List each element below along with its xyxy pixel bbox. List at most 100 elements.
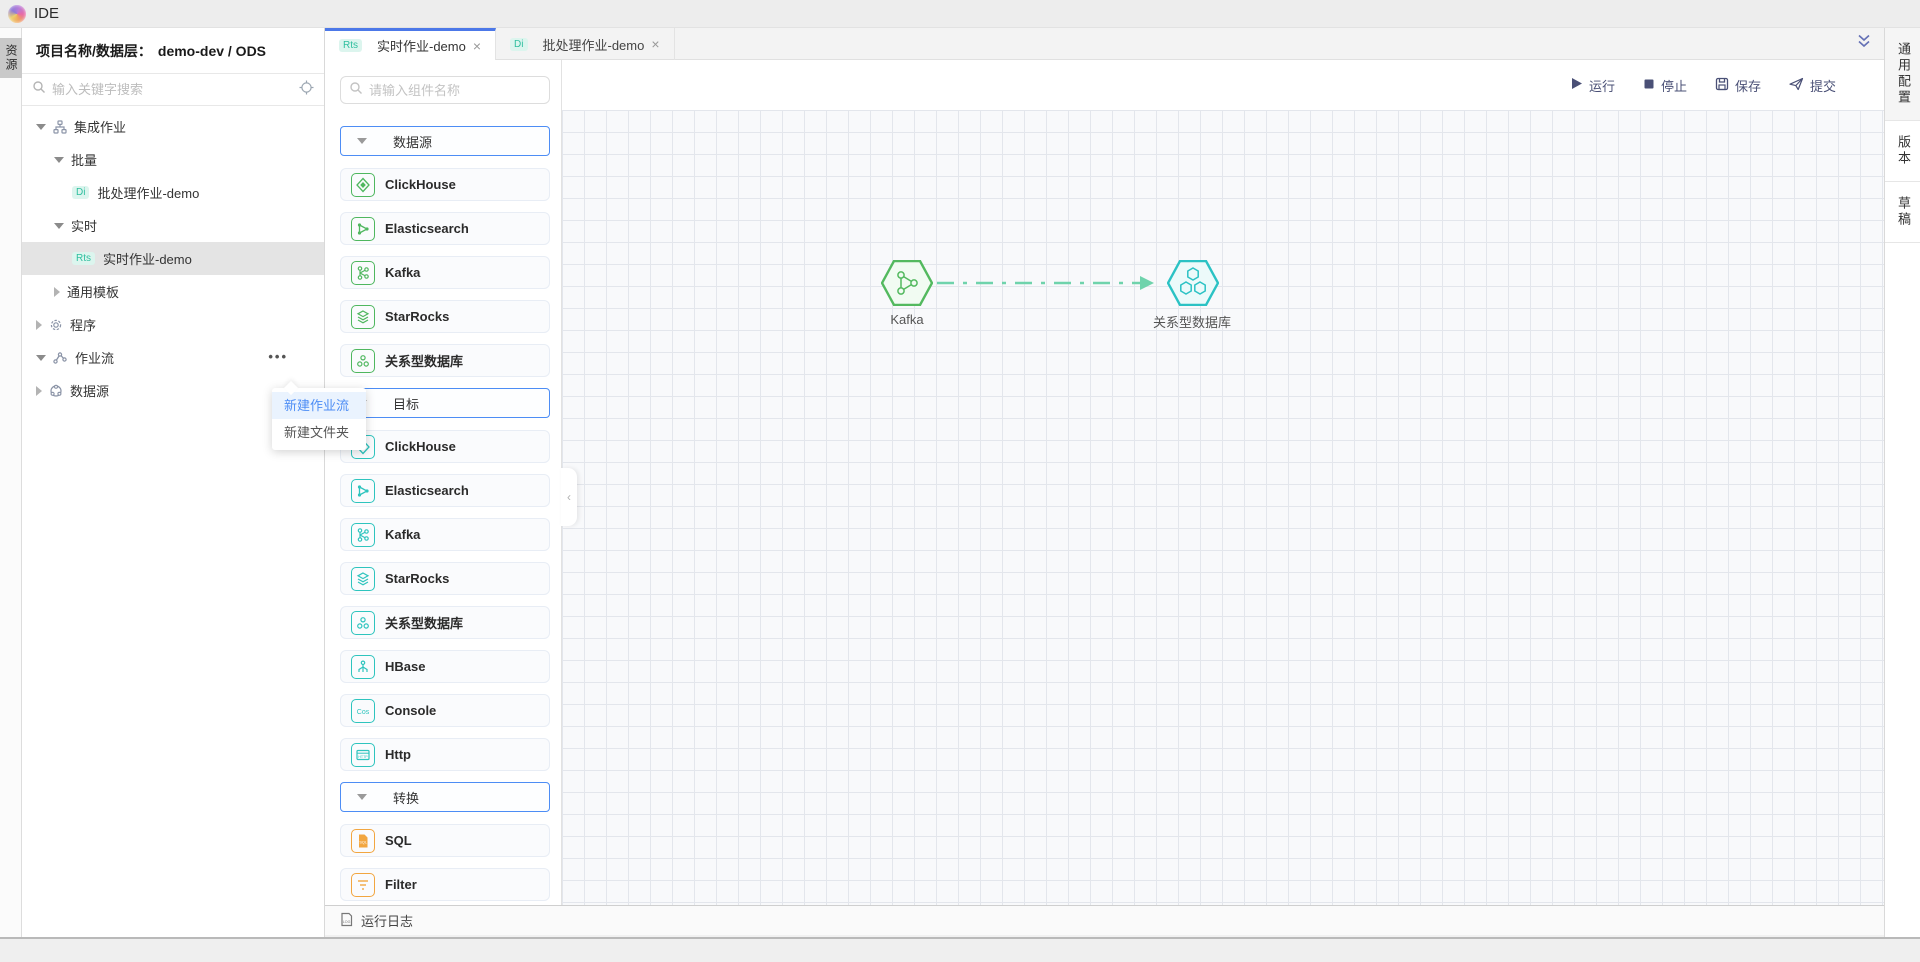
starrocks-icon	[351, 304, 375, 329]
top-header: IDE	[0, 0, 1920, 28]
tree-item-realtime[interactable]: 实时	[22, 209, 324, 242]
node-label-kafka: Kafka	[890, 312, 924, 327]
component-sql-transform[interactable]: SQL SQL	[340, 824, 550, 857]
locate-icon[interactable]	[299, 80, 314, 100]
stop-button[interactable]: 停止	[1643, 76, 1687, 95]
close-icon[interactable]	[473, 38, 481, 54]
filter-icon	[351, 872, 375, 897]
right-tab-general-config[interactable]: 通用配置	[1885, 28, 1920, 121]
tree-item-label: 程序	[70, 318, 97, 333]
component-search-input[interactable]	[369, 82, 541, 98]
kafka-icon	[351, 522, 375, 547]
workflow-canvas[interactable]: Kafka 关系型数据库	[562, 110, 1884, 905]
left-rail: 资源	[0, 28, 22, 937]
component-label: StarRocks	[385, 309, 450, 324]
tree-item-datasources[interactable]: 数据源	[22, 374, 324, 407]
node-label-relational-db: 关系型数据库	[1152, 315, 1231, 330]
component-kafka-target[interactable]: Kafka	[340, 518, 550, 551]
collapse-all-icon[interactable]	[1856, 33, 1872, 54]
rts-badge: Rts	[72, 252, 95, 265]
tree-item-label: 批处理作业-demo	[97, 186, 200, 201]
caret-right-icon[interactable]	[54, 286, 60, 297]
caret-down-icon[interactable]	[54, 222, 64, 229]
section-header-sources[interactable]: 数据源	[340, 126, 550, 156]
component-kafka-source[interactable]: Kafka	[340, 256, 550, 289]
component-rdbms-source[interactable]: 关系型数据库	[340, 344, 550, 377]
component-rdbms-target[interactable]: 关系型数据库	[340, 606, 550, 639]
node-kafka[interactable]	[880, 259, 934, 307]
tree-item-label: 数据源	[70, 384, 110, 399]
caret-down-icon	[357, 794, 367, 800]
paper-plane-icon	[1789, 77, 1804, 94]
component-starrocks-source[interactable]: StarRocks	[340, 300, 550, 333]
component-http-target[interactable]: HTTP Http	[340, 738, 550, 771]
component-label: SQL	[385, 833, 412, 848]
tree-item-programs[interactable]: 程序	[22, 308, 324, 341]
elasticsearch-icon	[351, 216, 375, 241]
sidebar-search-input[interactable]	[52, 82, 293, 97]
component-elasticsearch-target[interactable]: Elasticsearch	[340, 474, 550, 507]
component-hbase-target[interactable]: HBase	[340, 650, 550, 683]
svg-text:SQL: SQL	[359, 840, 367, 844]
tree-item-workflows[interactable]: 作业流 •••	[22, 341, 324, 374]
component-clickhouse-target[interactable]: ClickHouse	[340, 430, 550, 463]
elasticsearch-icon	[351, 478, 375, 503]
svg-text:LOG: LOG	[343, 920, 351, 924]
menu-item-new-folder[interactable]: 新建文件夹	[284, 425, 350, 440]
component-elasticsearch-source[interactable]: Elasticsearch	[340, 212, 550, 245]
component-label: HBase	[385, 659, 426, 674]
edge-kafka-to-rdbms[interactable]	[902, 260, 1202, 310]
save-label: 保存	[1734, 78, 1761, 94]
component-console-target[interactable]: Cos Console	[340, 694, 550, 727]
section-title: 目标	[393, 396, 420, 412]
gear-icon	[49, 318, 63, 332]
rail-tab-resources[interactable]: 资源	[0, 38, 22, 78]
more-actions-icon[interactable]: •••	[268, 349, 288, 364]
tree-item-label: 实时	[71, 219, 98, 234]
close-icon[interactable]	[651, 36, 659, 52]
right-rail: 通用配置 版本 草稿	[1884, 28, 1920, 937]
section-header-transforms[interactable]: 转换	[340, 782, 550, 812]
node-relational-db[interactable]	[1166, 259, 1220, 307]
run-log-bar[interactable]: LOG 运行日志	[325, 905, 1884, 935]
section-header-targets[interactable]: 目标	[340, 388, 550, 418]
tree-item-label: 集成作业	[74, 120, 127, 135]
caret-down-icon[interactable]	[54, 156, 64, 163]
component-clickhouse-source[interactable]: ClickHouse	[340, 168, 550, 201]
tree-item-label: 实时作业-demo	[103, 252, 192, 267]
caret-down-icon[interactable]	[36, 123, 46, 130]
tree-item-realtime-job-demo[interactable]: Rts 实时作业-demo	[22, 242, 324, 275]
canvas-toolbar: 运行 停止 保存 提交	[562, 60, 1884, 110]
stop-label: 停止	[1660, 78, 1687, 94]
run-label: 运行	[1588, 78, 1615, 94]
footer-strip	[0, 937, 1920, 962]
tab-realtime-job-demo[interactable]: Rts 实时作业-demo	[325, 28, 497, 60]
tab-batch-job-demo[interactable]: Di 批处理作业-demo	[496, 28, 675, 60]
tree-item-templates[interactable]: 通用模板	[22, 275, 324, 308]
component-filter-transform[interactable]: Filter	[340, 868, 550, 901]
run-button[interactable]: 运行	[1570, 76, 1615, 95]
datasource-icon	[49, 384, 63, 398]
tree-item-batch[interactable]: 批量	[22, 143, 324, 176]
caret-right-icon[interactable]	[36, 385, 42, 396]
component-label: Kafka	[385, 527, 421, 542]
component-label: Elasticsearch	[385, 483, 469, 498]
submit-button[interactable]: 提交	[1789, 76, 1836, 95]
caret-down-icon[interactable]	[36, 354, 46, 361]
project-header-value: demo-dev / ODS	[157, 42, 267, 59]
log-icon: LOG	[339, 912, 354, 930]
section-title: 转换	[393, 790, 420, 806]
menu-item-new-workflow[interactable]: 新建作业流	[272, 392, 366, 419]
right-tab-version[interactable]: 版本	[1885, 121, 1920, 182]
tree-item-batch-job-demo[interactable]: Di 批处理作业-demo	[22, 176, 324, 209]
relational-db-icon	[351, 610, 375, 635]
tree-item-integration-jobs[interactable]: 集成作业	[22, 110, 324, 143]
right-tab-draft[interactable]: 草稿	[1885, 182, 1920, 243]
panel-collapse-handle[interactable]: ‹	[561, 468, 577, 526]
caret-right-icon[interactable]	[36, 319, 42, 330]
save-button[interactable]: 保存	[1715, 76, 1761, 95]
submit-label: 提交	[1809, 78, 1836, 94]
tree-item-label: 作业流	[75, 351, 115, 366]
component-starrocks-target[interactable]: StarRocks	[340, 562, 550, 595]
